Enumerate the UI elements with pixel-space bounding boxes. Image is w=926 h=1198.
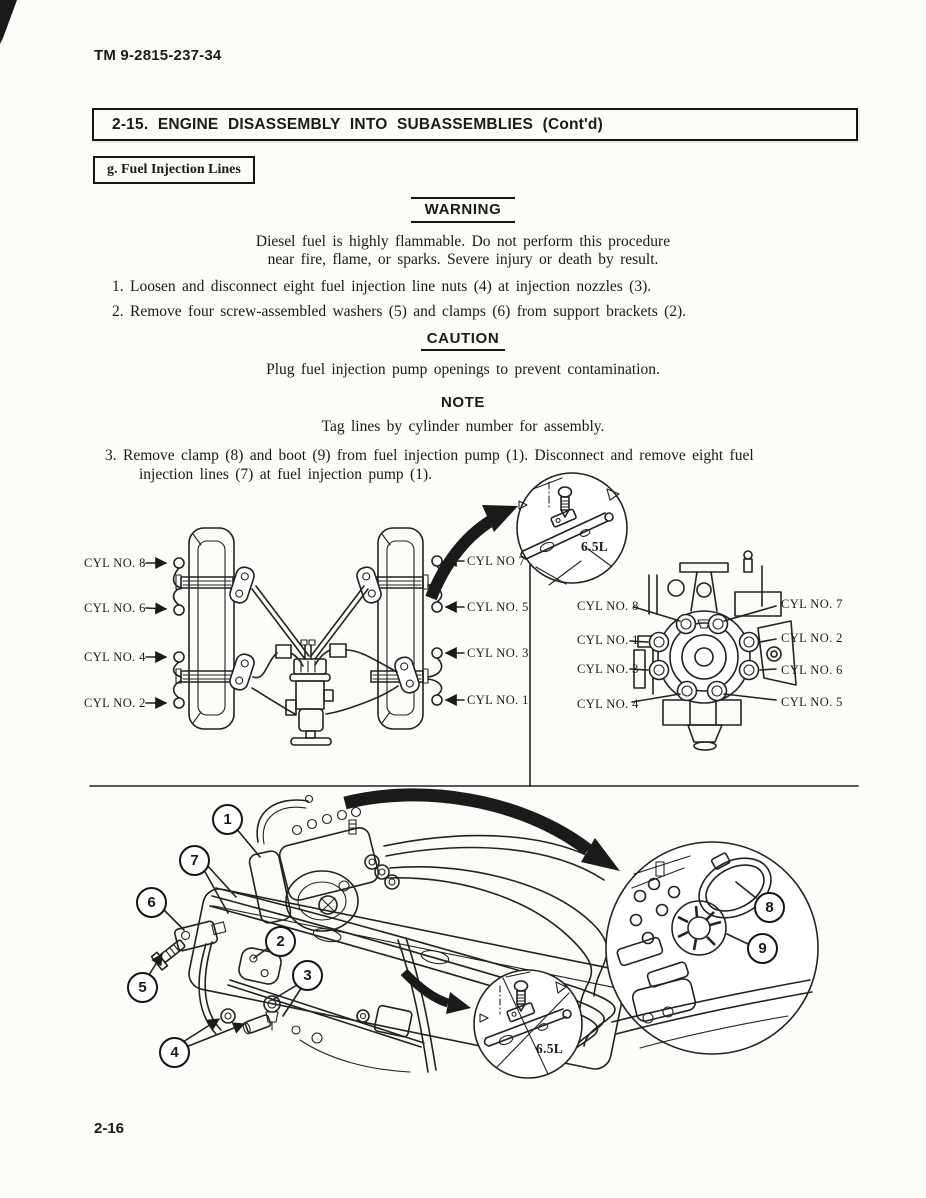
step-1: 1. Loosen and disconnect eight fuel inje… <box>112 278 652 295</box>
pump-rear-hub <box>648 610 760 704</box>
callout-7: 7 <box>179 845 210 876</box>
pump-fittings <box>648 613 760 702</box>
cyl-label-3-right: CYL NO. 3 <box>467 646 529 660</box>
pump-label-7: CYL NO. 7 <box>781 597 843 611</box>
section-title-box: 2-15. ENGINE DISASSEMBLY INTO SUBASSEMBL… <box>92 108 858 141</box>
section-title: 2-15. ENGINE DISASSEMBLY INTO SUBASSEMBL… <box>112 116 603 133</box>
caution-text: Plug fuel injection pump openings to pre… <box>266 361 660 378</box>
warning-heading: WARNING <box>410 197 516 223</box>
pump-label-5: CYL NO. 5 <box>781 695 843 709</box>
boot-item9 <box>671 900 727 956</box>
caution-heading: CAUTION <box>420 330 506 351</box>
magnify-arrow-top <box>425 505 518 601</box>
engine-diagram-svg <box>148 788 819 1079</box>
note-text: Tag lines by cylinder number for assembl… <box>321 418 605 435</box>
line-clamps <box>175 574 429 684</box>
magnify-arrow-big <box>343 788 620 871</box>
note-heading: NOTE <box>440 394 486 411</box>
callout-6: 6 <box>136 887 167 918</box>
pump-label-4: CYL NO. 4 <box>577 697 639 711</box>
callout-3: 3 <box>292 960 323 991</box>
page-number: 2-16 <box>94 1120 125 1137</box>
pump-label-8: CYL NO. 8 <box>577 599 639 613</box>
pump-label-leaders <box>629 605 777 703</box>
cyl-label-6-left: CYL NO. 6 <box>84 601 146 615</box>
doc-number: TM 9-2815-237-34 <box>94 47 222 64</box>
callout-5: 5 <box>127 972 158 1003</box>
pump-rear-housing <box>633 550 797 751</box>
left-parts <box>150 920 437 1073</box>
fuel-injection-pump <box>248 794 400 932</box>
callout-9: 9 <box>747 933 778 964</box>
fuel-line-diagram-svg <box>89 472 859 787</box>
subsection-box: g. Fuel Injection Lines <box>93 156 255 184</box>
support-brackets <box>229 566 420 694</box>
pump-label-3: CYL NO. 3 <box>577 662 639 676</box>
callout-4: 4 <box>159 1037 190 1068</box>
cyl-label-2-left: CYL NO. 2 <box>84 696 146 710</box>
label-arrows <box>145 555 465 709</box>
fuel-injection-pump-front <box>285 639 334 746</box>
pump-label-1: CYL NO. 1 <box>577 633 639 647</box>
injection-lines <box>251 585 399 715</box>
warning-heading-row: WARNING <box>0 197 926 223</box>
callout-1: 1 <box>212 804 243 835</box>
step-2: 2. Remove four screw-assembled washers (… <box>112 303 687 320</box>
callout-leaders <box>148 826 303 1048</box>
left-cylinder-bank <box>188 527 235 730</box>
cyl-label-5-right: CYL NO. 5 <box>467 600 529 614</box>
inset-label-top: 6.5L <box>581 539 609 554</box>
note-heading-row: NOTE <box>0 394 926 412</box>
inset-circle-bottom <box>473 969 583 1079</box>
step-3: 3. Remove clamp (8) and boot (9) from fu… <box>105 447 754 483</box>
warning-text: Diesel fuel is highly flammable. Do not … <box>255 233 671 268</box>
inset-circle-top <box>516 472 628 586</box>
inset-circle-pump <box>605 841 819 1055</box>
caution-heading-row: CAUTION <box>0 330 926 351</box>
pump-label-2: CYL NO. 2 <box>781 631 843 645</box>
inset-label-bottom: 6.5L <box>536 1041 564 1056</box>
callout-8: 8 <box>754 892 785 923</box>
cyl-label-4-left: CYL NO. 4 <box>84 650 146 664</box>
scan-corner-artifact <box>0 0 17 44</box>
screw <box>150 939 186 971</box>
pump-label-6: CYL NO. 6 <box>781 663 843 677</box>
right-cylinder-bank <box>377 527 424 730</box>
magnify-arrow-small <box>400 968 471 1014</box>
cyl-label-1-right: CYL NO. 1 <box>467 693 529 707</box>
cyl-label-7-right: CYL NO 7 <box>467 554 526 568</box>
callout-2: 2 <box>265 926 296 957</box>
cyl-label-8-left: CYL NO. 8 <box>84 556 146 570</box>
